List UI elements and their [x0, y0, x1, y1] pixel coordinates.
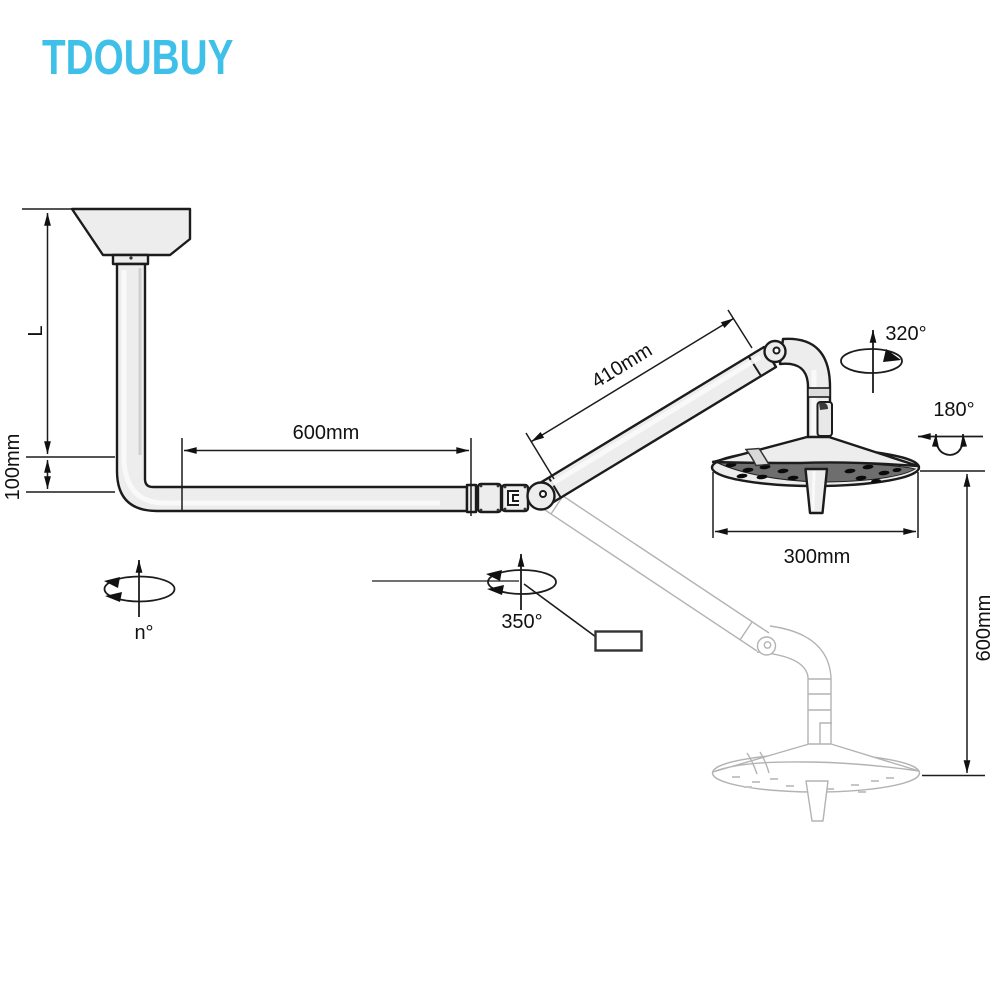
ghost-arm-cap	[550, 495, 564, 515]
ghost-head-strap	[746, 751, 770, 775]
handle-highlight	[811, 470, 816, 511]
label-arm-swivel: 350°	[501, 611, 542, 633]
label-vertical-range: 600mm	[973, 595, 995, 662]
ghost-pole-collars	[808, 678, 831, 711]
central-joint	[476, 482, 530, 514]
head-cone-top	[711, 435, 920, 468]
ghost-elbow-outer	[769, 625, 832, 678]
spring-arm	[526, 345, 778, 511]
ghost-lower-arm	[538, 487, 832, 747]
label-column-length: L	[25, 325, 47, 336]
dim-vertical-range: 600mm	[920, 470, 995, 777]
ghost-arm-edge	[538, 505, 758, 652]
led-dots	[725, 462, 902, 484]
dim-reference-lines	[920, 470, 985, 777]
head-strap	[744, 447, 771, 467]
pole-collar	[807, 387, 831, 398]
dim-line-410mm	[531, 317, 734, 443]
ghost-arm-cap	[739, 621, 753, 641]
brand-logo: TDOUBUY	[42, 31, 234, 85]
rotation-arrowhead	[486, 570, 502, 581]
label-column-swivel: n°	[134, 622, 153, 644]
dim-ceiling-offset: 100mm	[2, 434, 115, 501]
tilt-swing-arrow	[931, 433, 968, 456]
dim-extension-lines	[181, 438, 472, 516]
canopy	[70, 207, 192, 257]
rotation-arrowhead	[105, 592, 122, 602]
head-handle	[804, 467, 829, 515]
mount-column-and-horizontal-arm	[115, 262, 478, 514]
label-head-swivel: 320°	[885, 323, 926, 345]
rotation-arrowhead	[883, 349, 901, 362]
rotation-ellipse	[840, 348, 903, 374]
ghost-pole-latch	[819, 722, 832, 747]
rotation-arm-swivel: 350°	[372, 553, 643, 652]
rotation-head-tilt: 180°	[917, 399, 983, 456]
ghost-elbow-inner	[756, 651, 809, 678]
rotation-ellipse	[487, 569, 557, 595]
upper-pivot-hole	[772, 346, 781, 355]
label-horizontal-arm: 600mm	[293, 422, 360, 444]
head-elbow-and-pole	[763, 337, 833, 442]
leader-line	[523, 583, 597, 638]
canopy-screw	[129, 256, 133, 260]
joint-latch-detail	[507, 490, 519, 506]
label-ceiling-offset: 100mm	[2, 434, 24, 501]
lamp-head	[710, 435, 921, 515]
dim-head-diameter: 300mm	[712, 472, 919, 568]
column-arm-tube	[115, 262, 469, 513]
ghost-led-dots	[732, 776, 894, 793]
ghost-head-handle	[805, 780, 829, 822]
rotation-column-swivel: n°	[103, 559, 176, 644]
spring-arm-cap-low	[548, 477, 562, 499]
label-spring-arm: 410mm	[588, 339, 656, 393]
ghost-head-cone	[712, 743, 920, 773]
joint-screws	[479, 484, 527, 512]
joint-block-a	[476, 482, 503, 514]
lower-pivot-hole	[539, 490, 547, 498]
ghost-pivot-hole	[763, 641, 772, 649]
dim-horizontal-arm: 600mm	[181, 422, 472, 516]
leader-box	[594, 630, 643, 652]
dim-column-length: L	[25, 212, 115, 458]
tube-highlight	[121, 270, 440, 506]
rotation-head-swivel: 320°	[840, 323, 927, 393]
ceiling-mount	[22, 207, 192, 266]
dim-extension-lines	[712, 472, 919, 538]
label-head-tilt: 180°	[933, 399, 974, 421]
ghost-lamp-head	[711, 743, 921, 822]
rotation-arrowhead	[487, 585, 504, 595]
pole-knob-mark	[819, 402, 828, 410]
rotation-arrowhead	[104, 577, 120, 588]
ghost-arm-edge	[550, 487, 770, 634]
dim-extension-ticks	[525, 309, 753, 480]
label-head-diameter: 300mm	[784, 546, 851, 568]
